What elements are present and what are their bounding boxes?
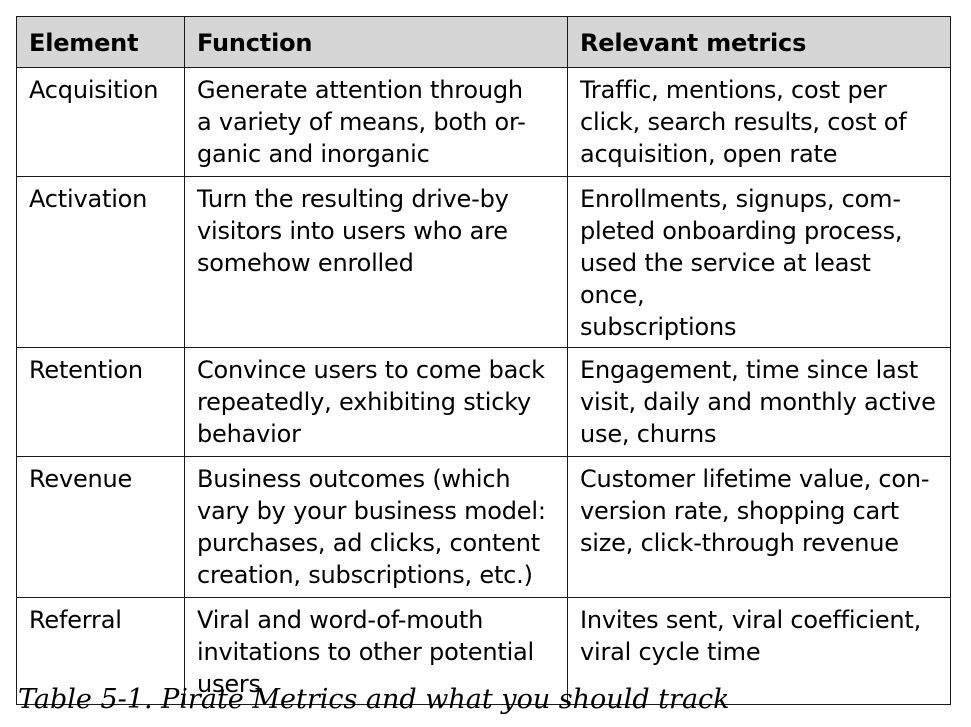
cell-function: Turn the resulting drive-by visitors int… <box>184 176 568 348</box>
column-header-element: Element <box>16 16 185 68</box>
cell-relevant-metrics: Invites sent, viral coefficient, viral c… <box>567 597 951 705</box>
table-header: Element Function Relevant metrics <box>16 16 951 68</box>
table-row-revenue: Revenue Business outcomes (which vary by… <box>16 456 951 598</box>
table-row-referral: Referral Viral and word-of-mouth invitat… <box>16 597 951 705</box>
cell-relevant-metrics: Enrollments, signups, com- pleted onboar… <box>567 176 951 348</box>
header-row: Element Function Relevant metrics <box>16 16 951 68</box>
cell-function: Convince users to come back repeatedly, … <box>184 347 568 457</box>
pirate-metrics-table-container: Element Function Relevant metrics Acquis… <box>16 16 951 705</box>
cell-function: Viral and word-of-mouth invitations to o… <box>184 597 568 705</box>
cell-element: Activation <box>16 176 185 348</box>
cell-element: Referral <box>16 597 185 705</box>
cell-relevant-metrics: Traffic, mentions, cost per click, searc… <box>567 67 951 177</box>
table-row-retention: Retention Convince users to come back re… <box>16 347 951 457</box>
cell-relevant-metrics: Engagement, time since last visit, daily… <box>567 347 951 457</box>
cell-relevant-metrics: Customer lifetime value, con- version ra… <box>567 456 951 598</box>
table-body: Acquisition Generate attention through a… <box>16 67 951 705</box>
cell-element: Retention <box>16 347 185 457</box>
column-header-relevant-metrics: Relevant metrics <box>567 16 951 68</box>
pirate-metrics-table: Element Function Relevant metrics Acquis… <box>16 16 951 705</box>
cell-element: Revenue <box>16 456 185 598</box>
cell-function: Generate attention through a variety of … <box>184 67 568 177</box>
column-header-function: Function <box>184 16 568 68</box>
table-row-acquisition: Acquisition Generate attention through a… <box>16 67 951 177</box>
cell-function: Business outcomes (which vary by your bu… <box>184 456 568 598</box>
cell-element: Acquisition <box>16 67 185 177</box>
table-caption: Table 5-1. Pirate Metrics and what you s… <box>18 684 730 715</box>
table-row-activation: Activation Turn the resulting drive-by v… <box>16 176 951 348</box>
